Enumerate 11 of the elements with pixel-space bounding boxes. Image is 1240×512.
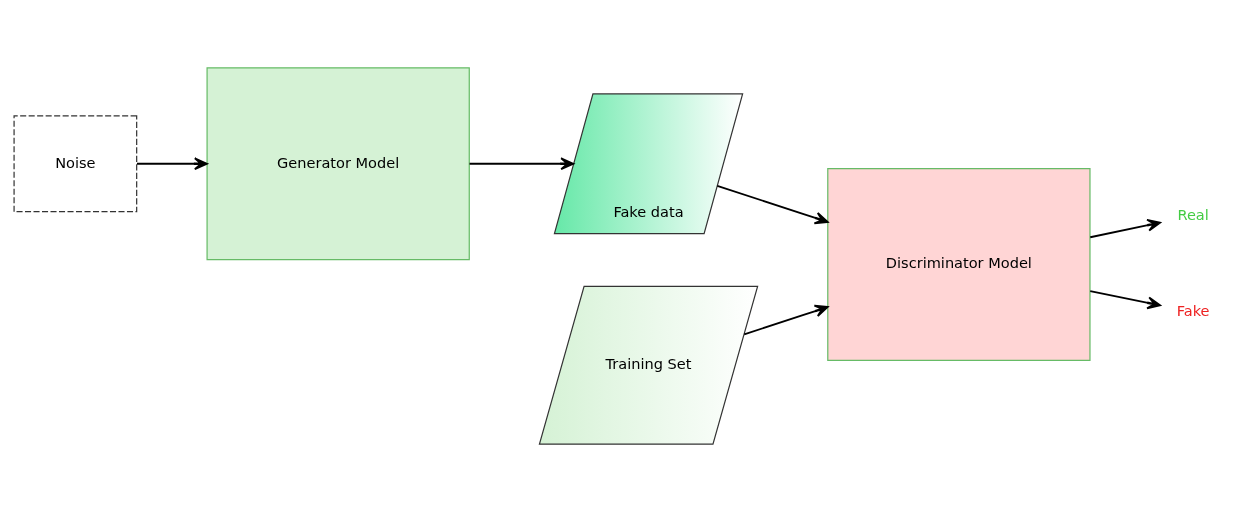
node-box: Generator Model	[206, 67, 470, 261]
arrow	[1089, 290, 1161, 310]
node-box: Discriminator Model	[827, 168, 1091, 361]
arrow	[136, 157, 208, 171]
arrow	[1089, 218, 1161, 239]
arrow	[468, 157, 575, 171]
arrow	[716, 184, 829, 225]
node-box: Noise	[13, 115, 138, 213]
node-text: Fake	[1176, 301, 1210, 319]
node-text: Real	[1177, 205, 1209, 223]
arrow	[743, 304, 829, 336]
